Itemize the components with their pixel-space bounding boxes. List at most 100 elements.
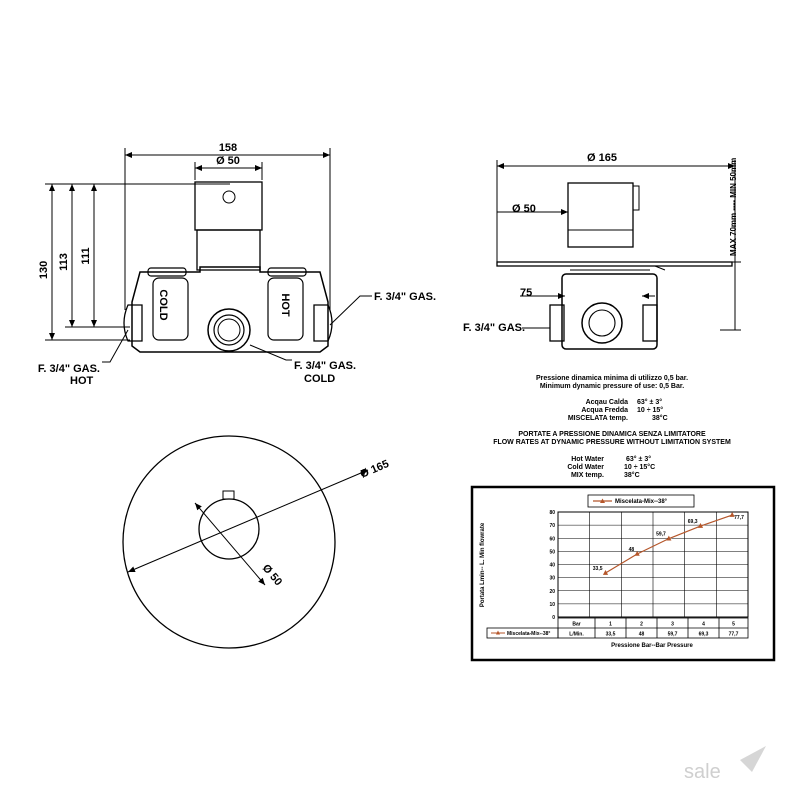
dim-plate-diameter-side: Ø 165 xyxy=(587,152,617,164)
y-axis-label: Portata Lmin-- L. Min flowrate xyxy=(480,522,486,607)
table-value-cell: 69,3 xyxy=(699,632,709,638)
table-header-cell: Bar xyxy=(572,622,580,628)
dim-111: 111 xyxy=(80,247,92,264)
table-row-label: L/Min. xyxy=(569,632,584,638)
dim-113: 113 xyxy=(58,253,70,271)
table-header-cell: 5 xyxy=(732,622,735,628)
front-view xyxy=(45,148,372,363)
side-view xyxy=(496,160,741,350)
y-tick-label: 20 xyxy=(549,589,555,595)
spec-en-label-3: MIX temp. xyxy=(571,472,604,479)
plan-view-text: Ø 165 Ø 50 xyxy=(260,458,391,588)
brand-text: sale xyxy=(684,761,721,783)
spec-en-value-3: 38°C xyxy=(624,471,640,479)
spec-it-value-3: 38°C xyxy=(652,414,668,422)
y-tick-label: 30 xyxy=(549,576,555,582)
cartridge xyxy=(196,229,261,271)
y-tick-label: 60 xyxy=(549,536,555,542)
spec-en-label-2: Cold Water xyxy=(567,464,604,471)
table-header-cell: 1 xyxy=(609,622,612,628)
knob xyxy=(194,181,263,231)
plan-view xyxy=(122,435,369,649)
spec-it-label-1: Acqau Calda xyxy=(586,399,629,406)
data-label: 33,5 xyxy=(593,566,603,572)
label-gas-right: F. 3/4" GAS. xyxy=(374,291,436,303)
label-gas-cold: F. 3/4" GAS. xyxy=(294,360,356,372)
side-knob xyxy=(567,182,634,248)
brand-mark xyxy=(740,746,766,772)
table-value-cell: 77,7 xyxy=(729,632,739,638)
series-markers xyxy=(602,512,735,575)
y-tick-label: 50 xyxy=(549,549,555,555)
valve-body xyxy=(131,266,329,353)
label-gas-side: F. 3/4" GAS. xyxy=(463,322,525,334)
cover-plate-circle xyxy=(122,435,336,649)
flow-chart: Miscelata-Mix--38° 0 10 20 30 40 50 60 70 80 33,… xyxy=(470,485,776,662)
table-cells: Bar 1 2 3 4 5L/Min. 33,5 48 59,7 69,3 77,7 xyxy=(569,622,738,638)
cover-plate xyxy=(496,261,733,267)
leader-gas-hot xyxy=(102,329,129,363)
legend-marker xyxy=(600,498,605,503)
label-gas-hot: F. 3/4" GAS. xyxy=(38,363,100,375)
spec-it-label-2: Acqua Fredda xyxy=(581,407,628,414)
y-tick-label: 40 xyxy=(549,563,555,569)
dim-line-plate-plan xyxy=(127,469,369,573)
leader-gas-cold xyxy=(249,344,292,361)
spec-en-label-1: Hot Water xyxy=(571,456,604,463)
heading-en: FLOW RATES AT DYNAMIC PRESSURE WITHOUT L… xyxy=(493,439,731,446)
side-outlet xyxy=(581,302,623,344)
side-view-text: Ø 165 Ø 50 75 F. 3/4" GAS. MAX 70mm ----… xyxy=(463,152,738,334)
pressure-it: Pressione dinamica minima di utilizzo 0,… xyxy=(536,375,688,382)
y-tick-label: 80 xyxy=(549,510,555,516)
inlet-hot xyxy=(123,304,143,342)
dim-plate-diameter-plan: Ø 165 xyxy=(358,458,390,481)
dim-knob-diameter: Ø 50 xyxy=(216,155,240,167)
data-point xyxy=(634,551,640,556)
legend-label: Miscelata-Mix--38° xyxy=(615,499,668,505)
spec-it-label-3: MISCELATA temp. xyxy=(568,415,628,422)
table-header-cell: 4 xyxy=(702,622,705,628)
knob-indicator xyxy=(222,190,236,204)
dim-line-knob-plan xyxy=(194,502,266,586)
dim-130: 130 xyxy=(38,261,50,279)
data-label: 69,3 xyxy=(688,519,698,525)
dim-knob-diameter-side: Ø 50 xyxy=(512,203,536,215)
table-value-cell: 33,5 xyxy=(606,632,616,638)
data-point xyxy=(697,523,704,528)
point-labels: 33,5 48 59,7 69,3 77,7 xyxy=(593,515,744,572)
leader-gas-right xyxy=(329,295,372,326)
table-legend-label: Miscelata-Mix--38° xyxy=(507,631,550,637)
chart-legend xyxy=(587,494,695,508)
dim-75: 75 xyxy=(520,287,532,299)
chart-frame xyxy=(470,485,776,662)
body-label-cold: COLD xyxy=(157,289,169,320)
data-point xyxy=(729,512,735,517)
dim-knob-diameter-plan: Ø 50 xyxy=(260,562,285,588)
table-header-cell: 3 xyxy=(671,622,674,628)
data-point xyxy=(602,570,609,575)
y-tick-label: 0 xyxy=(552,615,555,621)
data-label: 59,7 xyxy=(656,532,666,538)
table-value-cell: 59,7 xyxy=(668,632,678,638)
spec-it-value-1: 63° ± 3° xyxy=(637,398,662,406)
inlet-cold xyxy=(313,304,333,342)
x-axis-label: Pressione Bar--Bar Pressure xyxy=(611,643,693,649)
data-label: 48 xyxy=(629,547,635,553)
y-ticks: 0 10 20 30 40 50 60 70 80 xyxy=(549,510,555,621)
table-value-cell: 48 xyxy=(639,632,645,638)
heading-it: PORTATE A PRESSIONE DINAMICA SENZA LIMIT… xyxy=(518,431,706,438)
pressure-en: Minimum dynamic pressure of use: 0,5 Bar… xyxy=(540,383,684,390)
table-header-cell: 2 xyxy=(640,622,643,628)
dim-range: MAX 70mm ---- MIN 50mm xyxy=(729,158,738,256)
outlet-port xyxy=(207,308,251,352)
y-tick-label: 70 xyxy=(549,523,555,529)
chart-grid xyxy=(558,511,748,618)
brand-logo: sale xyxy=(684,746,766,783)
specs: Pressione dinamica minima di utilizzo 0,… xyxy=(493,375,731,479)
label-hot: HOT xyxy=(70,375,94,387)
data-point xyxy=(666,535,672,541)
y-tick-label: 10 xyxy=(549,602,555,608)
spec-it-value-2: 10 ÷ 15° xyxy=(637,406,663,414)
data-label: 77,7 xyxy=(734,515,744,521)
